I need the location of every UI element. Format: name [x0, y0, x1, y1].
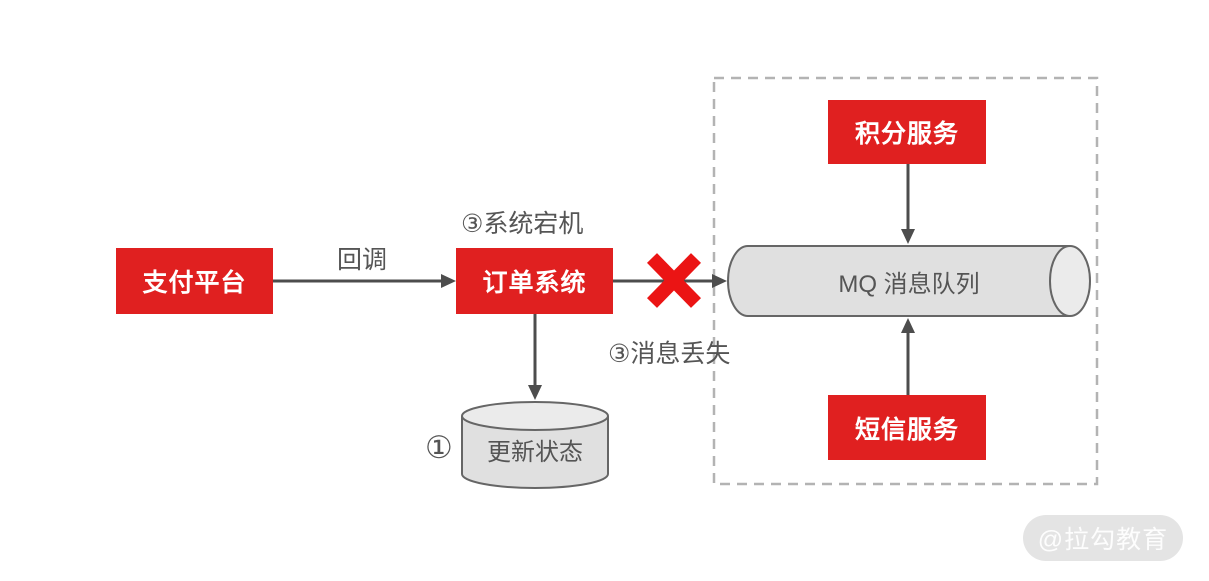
payment-platform-node: 支付平台	[116, 248, 273, 314]
message-loss-annotation: ③消息丢失	[608, 340, 731, 368]
callback-annotation: 回调	[336, 246, 387, 274]
watermark-label: @拉勾教育	[1037, 526, 1169, 554]
step-one-annotation: ①	[425, 430, 453, 465]
order-system-node: 订单系统	[456, 248, 613, 314]
points-service-node: 积分服务	[828, 100, 986, 164]
payment-platform-label: 支付平台	[142, 269, 247, 297]
arrow-order-to-db	[528, 314, 542, 400]
arrow-payment-to-order	[273, 274, 456, 288]
points-service-label: 积分服务	[854, 120, 959, 148]
order-system-label: 订单系统	[482, 269, 587, 297]
system-down-annotation: ③系统宕机	[461, 210, 584, 238]
watermark-badge: @拉勾教育	[1023, 515, 1183, 561]
mq-group-dashed-border	[712, 76, 1099, 486]
arrow-sms-to-mq	[901, 318, 915, 395]
failure-cross-icon	[646, 253, 702, 308]
sms-service-label: 短信服务	[854, 415, 959, 444]
arrow-order-to-mq	[613, 274, 727, 288]
arrow-points-to-mq	[901, 164, 915, 244]
mq-cylinder	[727, 245, 1091, 317]
db-cylinder	[461, 401, 609, 489]
sms-service-node: 短信服务	[828, 395, 986, 460]
